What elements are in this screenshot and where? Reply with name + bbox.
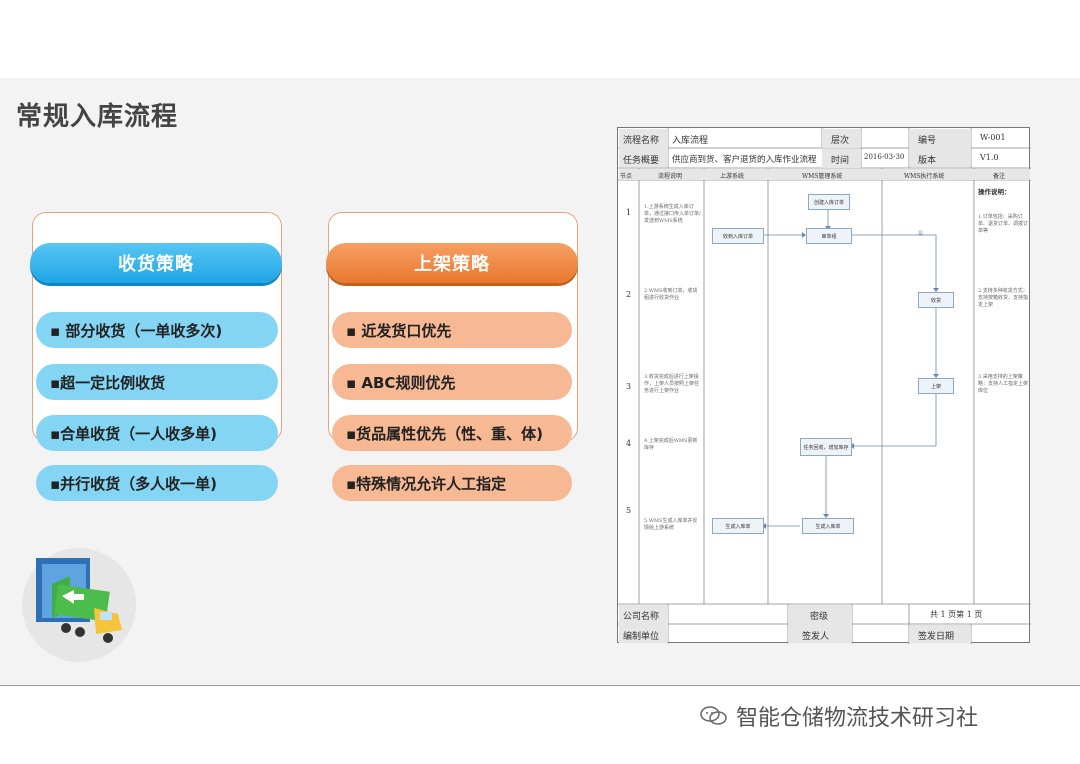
putaway-item-3: ▪货品属性优先（性、重、体): [332, 415, 572, 451]
footer-secret-label: 密级: [810, 612, 829, 622]
flow-name-value: 入库流程: [672, 136, 709, 146]
col-wms-mgmt: WMS管理系统: [802, 173, 843, 180]
col-upstream: 上游系统: [720, 173, 745, 180]
flow-time-value: 2016-03-30: [864, 153, 905, 161]
col-wms-exec: WMS执行系统: [904, 173, 945, 180]
yes-label: 是: [918, 231, 924, 237]
desc-1: 1.上游系统生成入库订单，通过接口传入单订单/发送到WMS系统: [644, 204, 701, 224]
watermark-text: 智能仓储物流技术研习社: [736, 706, 979, 731]
footer-author-label: 编制单位: [623, 632, 660, 642]
receiving-item-4: ▪并行收货（多人收一单): [36, 465, 278, 501]
wechat-icon: [700, 706, 727, 725]
col-desc: 流程说明: [658, 173, 683, 180]
putaway-item-4: ▪特殊情况允许人工指定: [332, 465, 572, 501]
putaway-item-1: ▪ 近发货口优先: [332, 312, 572, 348]
flow-code-value: W-001: [980, 133, 1006, 142]
box-create-order: 创建入库订单: [808, 194, 850, 210]
box-complete: 任务回收，增加库存: [800, 438, 852, 456]
receiving-header: 收货策略: [30, 243, 282, 283]
watermark: 智能仓储物流技术研习社: [700, 700, 978, 732]
node-1: 1: [626, 208, 632, 217]
node-2: 2: [626, 290, 632, 299]
node-3: 3: [626, 382, 632, 391]
col-notes: 备注: [993, 173, 1006, 180]
flow-name-label: 流程名称: [623, 136, 660, 146]
desc-3: 3.收货完成后进行上架操作，上架人员按照上架任务进行上架作业: [644, 374, 700, 394]
page-title: 常规入库流程: [16, 102, 179, 132]
node-5: 5: [626, 506, 632, 515]
putaway-header: 上架策略: [326, 243, 578, 283]
flowchart-grid: [618, 128, 1031, 644]
flow-version-label: 版本: [918, 156, 937, 166]
note-2: 2.支持多种收货方式：支持按箱收货，支持指定上架: [978, 288, 1029, 308]
flow-summary-label: 任务概要: [623, 156, 660, 166]
footer-issuer-label: 签发人: [802, 632, 830, 642]
desc-4: 4.上架完成后WMS更新库存: [644, 438, 698, 451]
box-receive-receipt: 生成入库单: [802, 518, 854, 534]
box-putaway: 上架: [918, 378, 954, 394]
truck-dock-icon: [36, 558, 122, 643]
box-receive-order: 收到入库订单: [712, 228, 764, 244]
flowchart-document: 流程名称 入库流程 层次 编号 W-001 任务概要 供应商到货、客户退货的入库…: [617, 127, 1031, 644]
notes-title: 操作说明：: [978, 188, 1011, 196]
node-4: 4: [626, 439, 632, 448]
flow-version-value: V1.0: [980, 153, 999, 162]
flow-summary-value: 供应商到货、客户退货的入库作业流程: [672, 155, 817, 165]
desc-2: 2.WMS收到订单，收货组进行收货作业: [644, 288, 698, 301]
footer-company-label: 公司名称: [623, 612, 660, 622]
col-node: 节点: [620, 173, 633, 180]
flow-level-label: 层次: [831, 136, 850, 146]
footer-pages: 共 1 页第 1 页: [930, 610, 983, 619]
desc-5: 5.WMS生成入库单并反馈给上游系统: [644, 518, 698, 531]
truck-illustration: [22, 548, 136, 662]
flow-code-label: 编号: [918, 136, 937, 146]
flow-time-label: 时间: [831, 156, 850, 166]
footer-date-label: 签发日期: [918, 632, 955, 642]
receiving-item-2: ▪超一定比例收货: [36, 364, 278, 400]
box-gen-receipt: 生成入库单: [712, 518, 764, 534]
divider: [0, 685, 1080, 686]
box-receive: 收货: [918, 292, 954, 308]
receiving-item-1: ▪ 部分收货（一单收多次): [36, 312, 278, 348]
box-check-order: 审单组: [806, 228, 852, 244]
note-3: 3.采用支持的上架策略：支持人工指定上架库位: [978, 374, 1029, 394]
note-1: 1.订单包括：采购订单、退货订单、调拨订单等: [978, 214, 1029, 234]
receiving-item-3: ▪合单收货（一人收多单): [36, 415, 278, 451]
putaway-item-2: ▪ ABC规则优先: [332, 364, 572, 400]
